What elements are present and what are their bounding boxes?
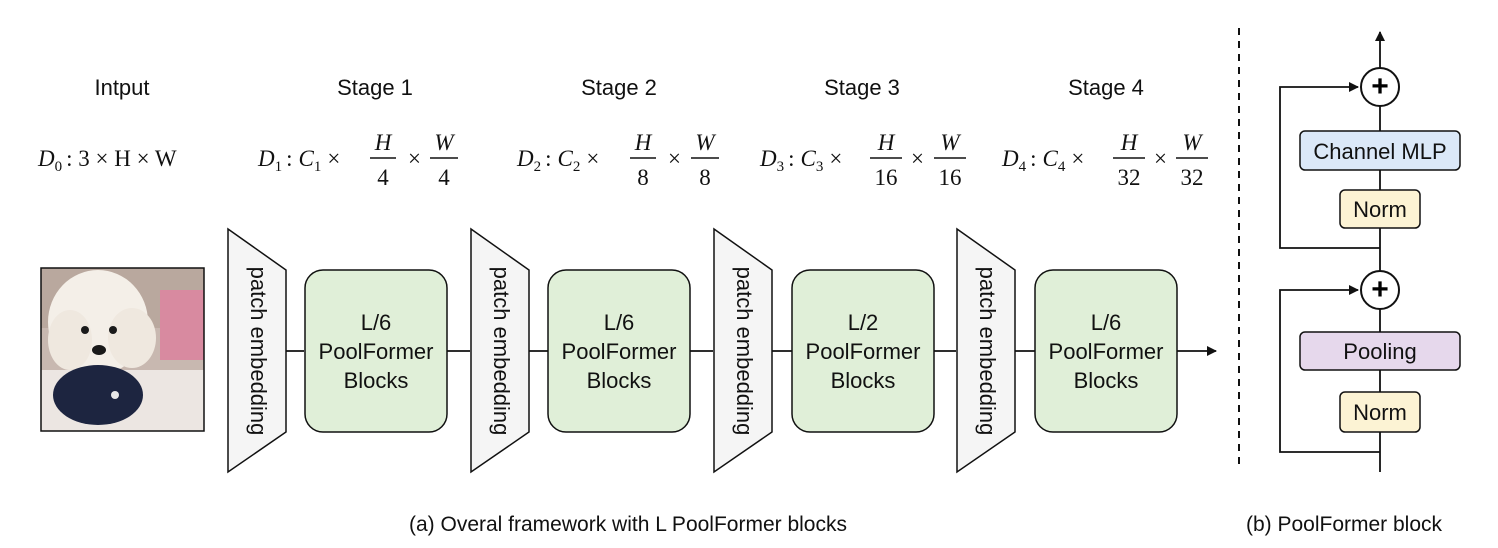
svg-text:D1:C1×: D1:C1×: [257, 146, 340, 175]
svg-text:H: H: [1120, 130, 1139, 155]
dim-formula-stage-4: D4:C4× H 32 × W 32: [1001, 130, 1208, 190]
svg-text:Channel MLP: Channel MLP: [1313, 139, 1446, 164]
pooling-box: Pooling: [1299, 331, 1461, 371]
svg-text:16: 16: [875, 165, 898, 190]
svg-text:H: H: [374, 130, 393, 155]
svg-text:D2:C2×: D2:C2×: [516, 146, 599, 175]
svg-text:H: H: [877, 130, 896, 155]
poolformer-blocks-stage-1: L/6 PoolFormer Blocks: [304, 269, 448, 433]
dim-formula-stage-3: D3:C3× H 16 × W 16: [759, 130, 966, 190]
svg-text:W: W: [1182, 130, 1203, 155]
caption-b: (b) PoolFormer block: [1246, 513, 1443, 536]
svg-text:PoolFormer: PoolFormer: [319, 339, 434, 364]
norm-box-bottom: Norm: [1339, 391, 1421, 433]
patch-embedding-label: patch embedding: [489, 267, 514, 436]
patch-embedding-label: patch embedding: [975, 267, 1000, 436]
svg-text:×: ×: [408, 146, 421, 171]
patch-embedding-label: patch embedding: [732, 267, 757, 436]
svg-text:16: 16: [939, 165, 962, 190]
svg-text:Blocks: Blocks: [587, 368, 652, 393]
svg-text:+: +: [1371, 70, 1389, 103]
dim-formula-stage-2: D2:C2× H 8 × W 8: [516, 130, 719, 190]
svg-text:4: 4: [377, 165, 389, 190]
svg-text:PoolFormer: PoolFormer: [1049, 339, 1164, 364]
svg-text:Blocks: Blocks: [831, 368, 896, 393]
add-node-bottom: +: [1360, 270, 1400, 310]
svg-text:L/6: L/6: [361, 310, 392, 335]
poolformer-blocks-stage-2: L/6 PoolFormer Blocks: [547, 269, 691, 433]
stage-title-2: Stage 2: [581, 75, 657, 100]
svg-text:L/6: L/6: [604, 310, 635, 335]
svg-text:8: 8: [637, 165, 649, 190]
stage-title-3: Stage 3: [824, 75, 900, 100]
poolformer-block-detail: + Channel MLP Norm + Pooling Norm: [1279, 31, 1461, 472]
svg-text:×: ×: [1154, 146, 1167, 171]
stage-title-4: Stage 4: [1068, 75, 1144, 100]
stage-title-1: Stage 1: [337, 75, 413, 100]
svg-text:L/6: L/6: [1091, 310, 1122, 335]
stage-title-input: Intput: [94, 75, 149, 100]
svg-text:Norm: Norm: [1353, 400, 1407, 425]
patch-embedding-1: patch embedding: [227, 227, 287, 474]
svg-text:PoolFormer: PoolFormer: [562, 339, 677, 364]
caption-a: (a) Overal framework with L PoolFormer b…: [409, 513, 847, 536]
input-image-dog: [40, 267, 205, 432]
patch-embedding-2: patch embedding: [470, 227, 530, 474]
patch-embedding-4: patch embedding: [956, 227, 1016, 474]
svg-text:W: W: [695, 130, 716, 155]
dim-formula-stage-1: D1:C1× H 4 × W 4: [257, 130, 458, 190]
patch-embedding-label: patch embedding: [246, 267, 271, 436]
svg-text:D4:C4×: D4:C4×: [1001, 146, 1084, 175]
svg-text:×: ×: [911, 146, 924, 171]
svg-text:Blocks: Blocks: [344, 368, 409, 393]
svg-text:Blocks: Blocks: [1074, 368, 1139, 393]
add-node-top: +: [1360, 67, 1400, 107]
svg-text:W: W: [434, 130, 455, 155]
svg-text:×: ×: [668, 146, 681, 171]
svg-text:+: +: [1371, 273, 1389, 306]
svg-text:PoolFormer: PoolFormer: [806, 339, 921, 364]
svg-text:32: 32: [1118, 165, 1141, 190]
channel-mlp-box: Channel MLP: [1299, 130, 1461, 171]
svg-text:D3:C3×: D3:C3×: [759, 146, 842, 175]
poolformer-blocks-stage-4: L/6 PoolFormer Blocks: [1034, 269, 1178, 433]
norm-box-top: Norm: [1339, 189, 1421, 229]
svg-text:D0: 3 × H × W: D0: 3 × H × W: [37, 146, 177, 175]
svg-text:W: W: [940, 130, 961, 155]
svg-text:4: 4: [438, 165, 450, 190]
svg-text:L/2: L/2: [848, 310, 879, 335]
dim-formula-input: D0: 3 × H × W: [37, 146, 177, 175]
svg-text:H: H: [634, 130, 653, 155]
poolformer-blocks-stage-3: L/2 PoolFormer Blocks: [791, 269, 935, 433]
svg-text:Norm: Norm: [1353, 197, 1407, 222]
svg-text:Pooling: Pooling: [1343, 339, 1416, 364]
svg-text:8: 8: [699, 165, 711, 190]
svg-text:32: 32: [1181, 165, 1204, 190]
patch-embedding-3: patch embedding: [713, 227, 773, 474]
